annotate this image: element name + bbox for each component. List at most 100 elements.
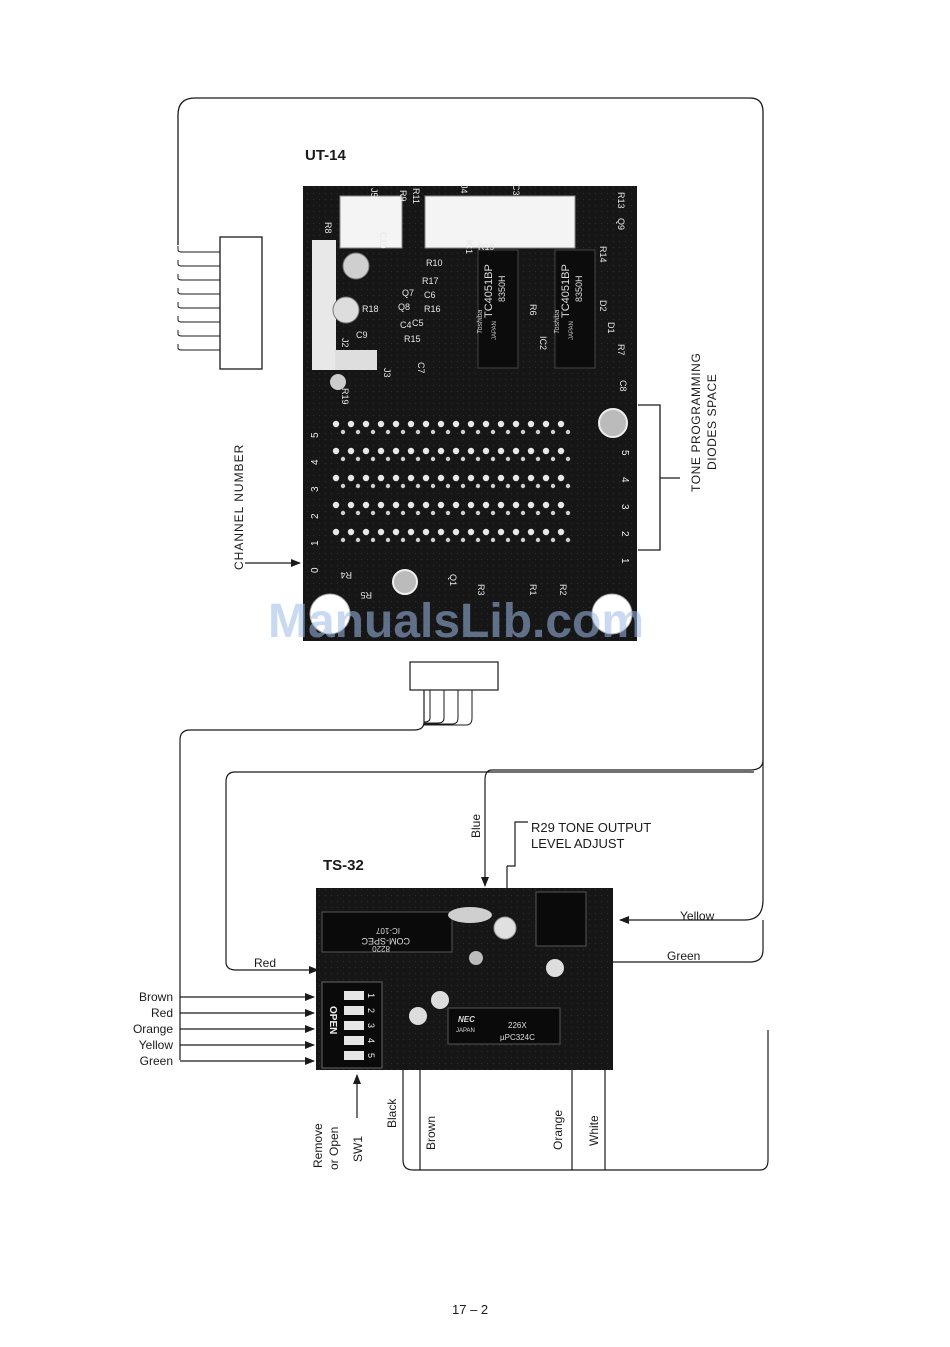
solder-pad bbox=[550, 510, 556, 516]
dip-lever[interactable] bbox=[344, 1006, 364, 1015]
com-spec-chip bbox=[321, 911, 453, 953]
left-wire-label: Brown bbox=[139, 990, 173, 1004]
ref-d1: D1 bbox=[606, 322, 616, 334]
solder-pad bbox=[332, 528, 340, 536]
solder-pad bbox=[505, 483, 511, 489]
solder-pad bbox=[355, 510, 361, 516]
solder-pad bbox=[430, 537, 436, 543]
ref-r1: R1 bbox=[528, 584, 538, 596]
solder-pad bbox=[347, 501, 355, 509]
solder-pad bbox=[422, 474, 430, 482]
row-number-right: 4 bbox=[619, 477, 630, 483]
solder-pad bbox=[332, 501, 340, 509]
row-number-left: 5 bbox=[310, 432, 321, 438]
solder-pad bbox=[482, 474, 490, 482]
solder-pad bbox=[445, 483, 451, 489]
wire-label-green-right: Green bbox=[667, 949, 700, 963]
solder-pad bbox=[505, 429, 511, 435]
solder-pad bbox=[347, 528, 355, 536]
mounting-hole-left bbox=[309, 593, 351, 635]
solder-pad bbox=[422, 420, 430, 428]
solder-pad bbox=[400, 429, 406, 435]
ref-c7: C7 bbox=[416, 362, 426, 374]
solder-pad bbox=[460, 483, 466, 489]
ts32-title: TS-32 bbox=[323, 857, 364, 874]
ref-q1: Q1 bbox=[448, 574, 458, 586]
solder-pad bbox=[437, 420, 445, 428]
ref-r9: R9 bbox=[398, 190, 408, 202]
ref-r16: R16 bbox=[424, 304, 441, 314]
solder-pad bbox=[497, 528, 505, 536]
left-wire-label: Red bbox=[151, 1006, 173, 1020]
chip-com-spec: COM-SPEC bbox=[361, 936, 410, 946]
connector-wire-bundle bbox=[177, 246, 220, 351]
channel-number-label: CHANNEL NUMBER bbox=[232, 444, 246, 570]
solder-pad bbox=[422, 501, 430, 509]
solder-pad bbox=[377, 474, 385, 482]
solder-pad bbox=[340, 537, 346, 543]
solder-pad bbox=[565, 537, 571, 543]
solder-pad bbox=[527, 528, 535, 536]
solder-pad bbox=[550, 456, 556, 462]
solder-pad bbox=[392, 420, 400, 428]
solder-pad bbox=[400, 456, 406, 462]
solder-pad bbox=[332, 474, 340, 482]
solder-pad bbox=[475, 483, 481, 489]
solder-pad bbox=[535, 510, 541, 516]
dip-number: 4 bbox=[366, 1038, 376, 1043]
ref-c3: C3 bbox=[511, 184, 521, 196]
solder-pad bbox=[370, 537, 376, 543]
solder-pad bbox=[520, 483, 526, 489]
solder-pad bbox=[535, 537, 541, 543]
solder-pad bbox=[362, 420, 370, 428]
solder-pad bbox=[347, 420, 355, 428]
solder-pad bbox=[497, 474, 505, 482]
solder-pad bbox=[430, 483, 436, 489]
wire-label-red-top: Red bbox=[254, 956, 276, 970]
solder-pad bbox=[385, 510, 391, 516]
dip-lever[interactable] bbox=[344, 991, 364, 1000]
solder-pad bbox=[505, 537, 511, 543]
solder-pad bbox=[490, 483, 496, 489]
solder-pad bbox=[385, 456, 391, 462]
j5-connector bbox=[339, 195, 403, 249]
ref-r7: R7 bbox=[616, 344, 626, 356]
ref-d2: D2 bbox=[598, 300, 608, 312]
solder-pad bbox=[460, 537, 466, 543]
row-number-right: 2 bbox=[619, 531, 630, 537]
ref-r17: R17 bbox=[422, 276, 439, 286]
solder-pad bbox=[422, 447, 430, 455]
dip-lever[interactable] bbox=[344, 1036, 364, 1045]
nec-brand: NEC bbox=[458, 1015, 475, 1024]
solder-pad bbox=[475, 510, 481, 516]
dip-lever[interactable] bbox=[344, 1021, 364, 1030]
solder-pad bbox=[527, 501, 535, 509]
solder-pad bbox=[497, 420, 505, 428]
solder-pad bbox=[475, 537, 481, 543]
solder-pad bbox=[475, 429, 481, 435]
solder-pad bbox=[497, 501, 505, 509]
solder-pad bbox=[332, 420, 340, 428]
solder-pad bbox=[415, 537, 421, 543]
solder-pad bbox=[377, 501, 385, 509]
solder-pad bbox=[445, 537, 451, 543]
solder-pad bbox=[482, 447, 490, 455]
ref-r10: R10 bbox=[426, 258, 443, 268]
ut14-silkscreen: R8 J5 R9 R11 J4 C3 R13 Q9 C10 IC1 R19 R1… bbox=[323, 184, 628, 600]
solder-pad bbox=[542, 474, 550, 482]
watermark: ManualsLib.com bbox=[268, 595, 644, 648]
left-wire-label: Yellow bbox=[139, 1038, 174, 1052]
solder-pad bbox=[452, 528, 460, 536]
solder-pad bbox=[565, 510, 571, 516]
solder-pad bbox=[475, 456, 481, 462]
tone-label-line2: DIODES SPACE bbox=[705, 374, 719, 470]
dip-lever[interactable] bbox=[344, 1051, 364, 1060]
r29-label-line2: LEVEL ADJUST bbox=[531, 836, 625, 851]
r29-potentiometer bbox=[493, 916, 517, 940]
solder-pad bbox=[535, 456, 541, 462]
nec-origin: JAPAN bbox=[456, 1028, 475, 1034]
solder-pad bbox=[557, 528, 565, 536]
solder-pad bbox=[347, 447, 355, 455]
solder-pad bbox=[490, 510, 496, 516]
